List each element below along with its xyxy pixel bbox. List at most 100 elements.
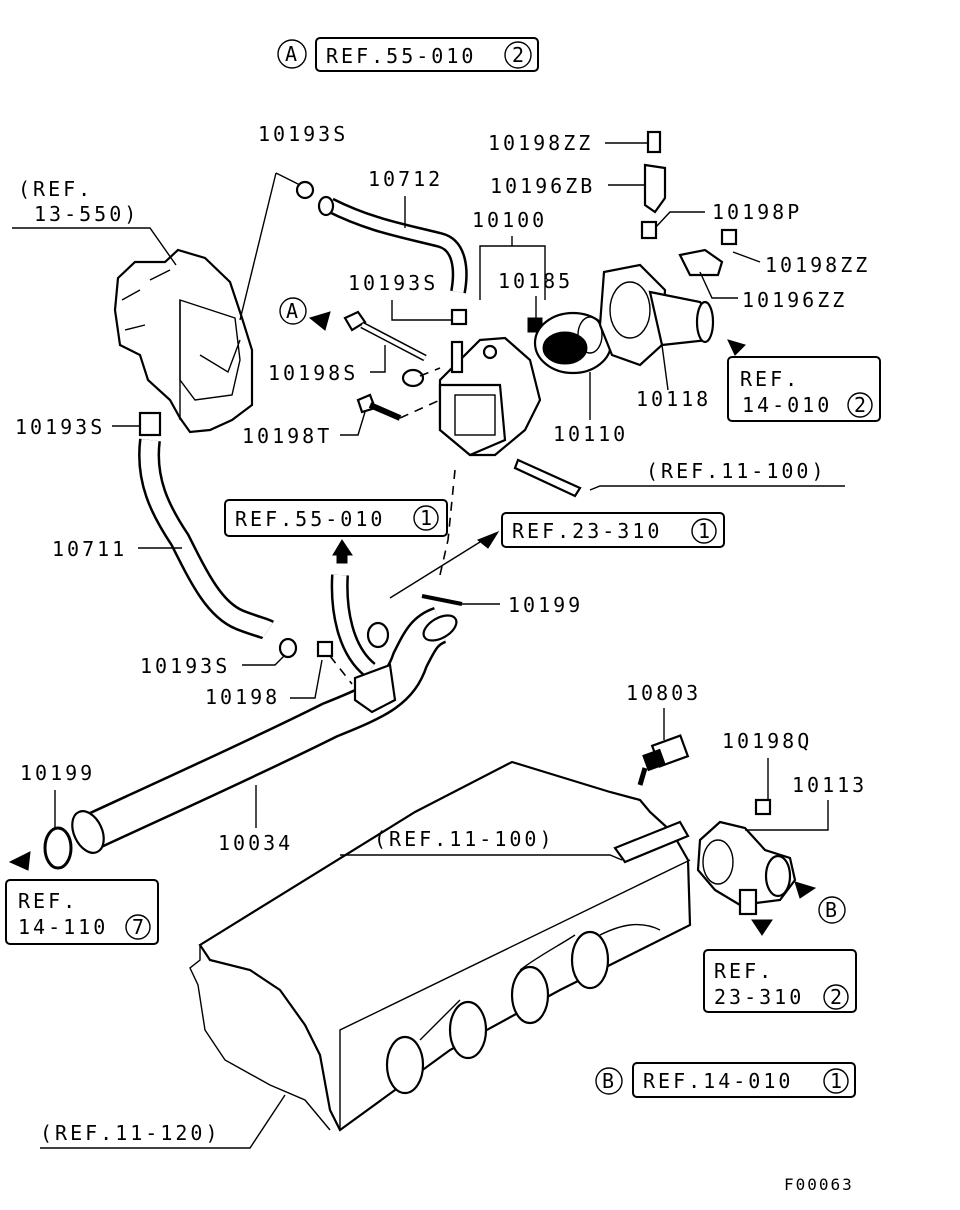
- ref-23-310-2-circle: [823, 984, 849, 1010]
- leader-10193s-top-b: [275, 172, 301, 186]
- ref-23-310-2-line2: 23-310: [714, 985, 804, 1009]
- bracket-10196zz: [678, 248, 724, 277]
- ref-23-310-1-box[interactable]: REF.23-310 1: [501, 512, 725, 548]
- header-ref-letter: A: [285, 42, 300, 66]
- arrow-ref-14-110: [8, 851, 31, 871]
- ref-14-010-2-line2: 14-010: [742, 393, 832, 417]
- pipe-side-port: [366, 621, 390, 649]
- ref-23-310-1-frame: [501, 512, 725, 548]
- label-10199-left: 10199: [20, 761, 95, 785]
- arrow-a: [308, 311, 331, 331]
- label-10193s-mid: 10193S: [348, 271, 438, 295]
- leader-10193s-top-a: [239, 172, 277, 321]
- clamp-10193s-mid: [450, 308, 468, 326]
- leader-ref-11-100-top: [589, 485, 845, 491]
- ref-b-circle: [595, 1067, 623, 1095]
- sensor-10803: [637, 734, 690, 786]
- label-10113: 10113: [792, 773, 867, 797]
- ref-14-110-circle: [125, 914, 151, 940]
- ref-14-010-2-line1: REF.: [740, 367, 800, 391]
- arrow-b: [794, 881, 817, 899]
- header-ref-circle: [504, 41, 532, 69]
- label-10711: 10711: [52, 537, 127, 561]
- ref-14-110-frame: [5, 879, 159, 945]
- label-10193s-left: 10193S: [15, 415, 105, 439]
- leader-13-550: [12, 227, 177, 266]
- marker-b-circle: [818, 896, 846, 924]
- ref-55-010-1-num: 1: [420, 506, 435, 530]
- leader-10198p: [654, 211, 705, 229]
- ref-11-100-top: (REF.11-100): [646, 459, 827, 483]
- label-10712: 10712: [368, 167, 443, 191]
- stud-ref-11-100: [513, 458, 582, 498]
- header-ref-text: REF.55-010: [326, 44, 476, 68]
- ref-11-100-mid: (REF.11-100): [374, 827, 555, 851]
- leader-10113: [745, 800, 829, 831]
- ref-23-310-2-frame: [703, 949, 857, 1013]
- marker-a-text: A: [286, 299, 301, 323]
- stud-ref-11-100-mid: [613, 820, 690, 864]
- pipe-bracket: [353, 663, 397, 714]
- water-inlet-10118: [598, 263, 715, 367]
- ref-14-010-1-num: 1: [830, 1069, 845, 1093]
- label-10185: 10185: [498, 269, 573, 293]
- leader-ref-11-100-mid: [340, 854, 623, 861]
- label-10198: 10198: [205, 685, 280, 709]
- ref-14-110-box[interactable]: REF. 14-110 7: [5, 879, 159, 945]
- thermostat-10110: [533, 311, 613, 375]
- bracket-10196zb: [643, 163, 667, 214]
- ref-14-010-2-circle: [847, 392, 873, 418]
- ref-14-010-1-circle: [823, 1068, 849, 1094]
- label-10100: 10100: [472, 208, 547, 232]
- hose-10711-body: [140, 438, 273, 638]
- pipe-10034-end: [71, 810, 105, 854]
- hose-10712-end: [317, 195, 335, 217]
- dash-10198: [329, 655, 353, 685]
- ref-23-310-2-box[interactable]: REF. 23-310 2: [703, 949, 857, 1013]
- leader-10198t: [340, 411, 366, 436]
- ref-55-010-1-frame: [224, 499, 448, 537]
- ref-14-010-2-box[interactable]: REF. 14-010 2: [727, 356, 881, 422]
- label-10196zb: 10196ZB: [490, 174, 595, 198]
- pipe-10034-top-end: [422, 614, 458, 642]
- label-10199-mid: 10199: [508, 593, 583, 617]
- ref-b-14-010-1[interactable]: B REF.14-010 1: [595, 1062, 856, 1098]
- marker-b-text: B: [825, 898, 840, 922]
- label-10198zz-top: 10198ZZ: [488, 131, 593, 155]
- arrow-ref-23-310-2: [751, 919, 773, 936]
- header-ref[interactable]: A REF.55-010 2: [277, 37, 539, 72]
- label-10198q: 10198Q: [722, 729, 812, 753]
- leader-10193s-low: [242, 654, 286, 666]
- ref-14-110-line2: 14-110: [18, 915, 108, 939]
- ref-14-110-num: 7: [132, 915, 147, 939]
- label-10198s: 10198S: [268, 361, 358, 385]
- ref-23-310-1-num: 1: [698, 519, 713, 543]
- cylinder-head: [189, 760, 692, 1132]
- bolt-10198s: [343, 310, 427, 362]
- water-outlet-10100: [438, 336, 542, 457]
- label-10110: 10110: [553, 422, 628, 446]
- label-10193s-top: 10193S: [258, 122, 348, 146]
- pipe-10034-body: [78, 609, 447, 850]
- clamp-10193s-top: [295, 180, 315, 200]
- dash-10199: [439, 539, 449, 576]
- gasket-10199-left: [43, 826, 73, 870]
- label-10034: 10034: [218, 831, 293, 855]
- clamp-10193s-low: [278, 637, 298, 659]
- marker-a-circle: [279, 297, 307, 325]
- tube-upper-body: [333, 574, 375, 676]
- dash-10198t: [399, 399, 441, 419]
- ref-b-letter: B: [602, 1069, 617, 1093]
- leader-10198s: [370, 345, 386, 373]
- label-10198p: 10198P: [712, 200, 802, 224]
- ref-14-010-1-text: REF.14-010: [643, 1069, 793, 1093]
- ref-55-010-1-box[interactable]: REF.55-010 1: [224, 499, 448, 537]
- leader-10196zz: [699, 271, 738, 299]
- ref-14-010-1-frame: [632, 1062, 856, 1098]
- leader-10193s-mid: [391, 300, 452, 321]
- label-10198t: 10198T: [242, 424, 332, 448]
- arrow-ref-23-310-1: [477, 530, 500, 549]
- gasket-10199-mid: [421, 594, 463, 606]
- label-10193s-low: 10193S: [140, 654, 230, 678]
- dash-outlet: [447, 469, 456, 541]
